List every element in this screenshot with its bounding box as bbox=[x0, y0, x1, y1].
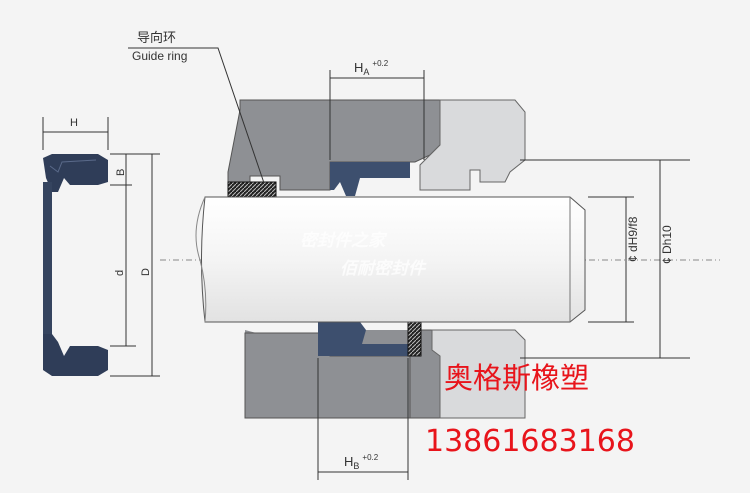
rod bbox=[195, 196, 586, 323]
lower-housing bbox=[244, 321, 526, 419]
watermark-line1: 密封件之家 bbox=[300, 231, 388, 251]
dim-HB-label: HB+0.2 bbox=[344, 453, 379, 471]
dim-d-label: d bbox=[114, 270, 126, 276]
guide-ring-cn-label: 导向环 bbox=[137, 30, 176, 45]
dim-dH-label: ¢ dH9/f8 bbox=[626, 216, 640, 262]
dim-H-label: H bbox=[70, 117, 78, 129]
brand-name: 奥格斯橡塑 bbox=[444, 361, 589, 395]
guide-ring-leader bbox=[128, 47, 265, 184]
guide-ring-en-label: Guide ring bbox=[132, 49, 187, 63]
upper-housing bbox=[227, 99, 526, 198]
dim-HA-label: HA+0.2 bbox=[354, 59, 389, 77]
dim-B-label: B bbox=[115, 169, 127, 176]
dim-D-label: D bbox=[140, 268, 152, 276]
dim-Dh-label: ¢ Dh10 bbox=[660, 225, 674, 264]
watermark-line2: 佰耐密封件 bbox=[340, 259, 427, 279]
brand-phone: 13861683168 bbox=[425, 424, 635, 459]
seal-profile: H B d D bbox=[42, 117, 160, 377]
